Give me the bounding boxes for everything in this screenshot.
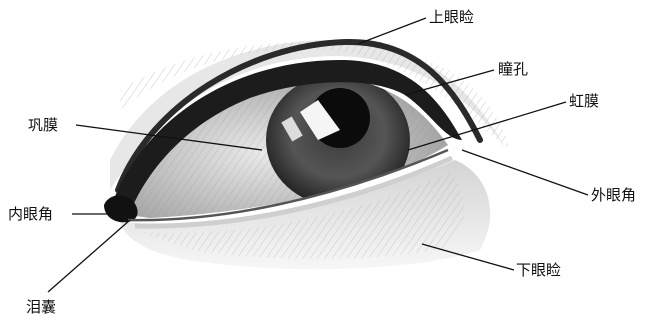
leader-upper-eyelid [358, 18, 426, 44]
label-iris: 虹膜 [569, 92, 599, 110]
label-inner-corner: 内眼角 [8, 205, 53, 223]
label-lower-eyelid: 下眼睑 [516, 261, 561, 279]
label-outer-corner: 外眼角 [591, 186, 636, 204]
label-sclera: 巩膜 [28, 116, 58, 134]
label-lacrimal-sac: 泪囊 [26, 298, 56, 316]
label-pupil: 瞳孔 [498, 60, 528, 78]
label-upper-eyelid: 上眼睑 [429, 8, 474, 26]
leader-lacrimal-sac [48, 220, 130, 292]
